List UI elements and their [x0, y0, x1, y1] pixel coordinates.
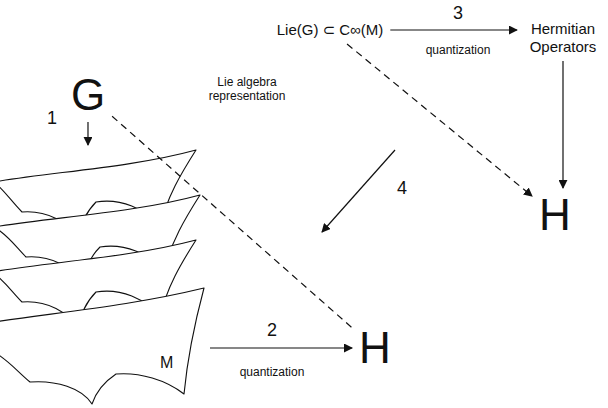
- label-anchor: Lie algebra representation: [195, 76, 299, 104]
- dashed-connector: [112, 116, 352, 328]
- arrow-connector: [562, 61, 563, 188]
- manifold-sheet: [0, 288, 204, 404]
- node-text: Lie(G) ⊂ C∞(M): [277, 21, 384, 39]
- operators-text: Hermitian Operators: [522, 20, 604, 56]
- edge-label: Lie algebra representation: [195, 76, 299, 104]
- callout-number: 4: [395, 178, 409, 199]
- callout-number: 3: [451, 3, 465, 24]
- label-anchor: 3: [451, 3, 465, 24]
- arrow-connector: [87, 122, 88, 145]
- hilbert-space-symbol: H: [537, 193, 573, 237]
- callout-number: 2: [265, 320, 279, 341]
- arrow-caption: quantization: [424, 44, 493, 58]
- arrow-connector: [390, 29, 517, 30]
- label-anchor: quantization: [424, 44, 493, 58]
- label-anchor: 2: [265, 320, 279, 341]
- callout-number: 1: [45, 108, 59, 129]
- lie-algebra-text: Lie(G) ⊂ C∞(M): [275, 21, 386, 39]
- node-text: H: [359, 326, 391, 370]
- label-anchor: 1: [45, 108, 59, 129]
- node-text: Hermitian Operators: [524, 20, 602, 56]
- arrow-connector: [210, 347, 352, 348]
- manifold-label: M: [158, 354, 175, 372]
- group-symbol: G: [69, 73, 107, 117]
- hilbert-space-symbol: H: [357, 326, 393, 370]
- label-anchor: 4: [395, 178, 409, 199]
- manifold-node: M: [0, 150, 205, 395]
- arrow-4: [322, 150, 395, 232]
- node-text: H: [539, 193, 571, 237]
- dashed-connector: [347, 44, 532, 196]
- arrow-caption: quantization: [238, 366, 307, 380]
- node-text: G: [71, 73, 105, 117]
- label-anchor: quantization: [238, 366, 307, 380]
